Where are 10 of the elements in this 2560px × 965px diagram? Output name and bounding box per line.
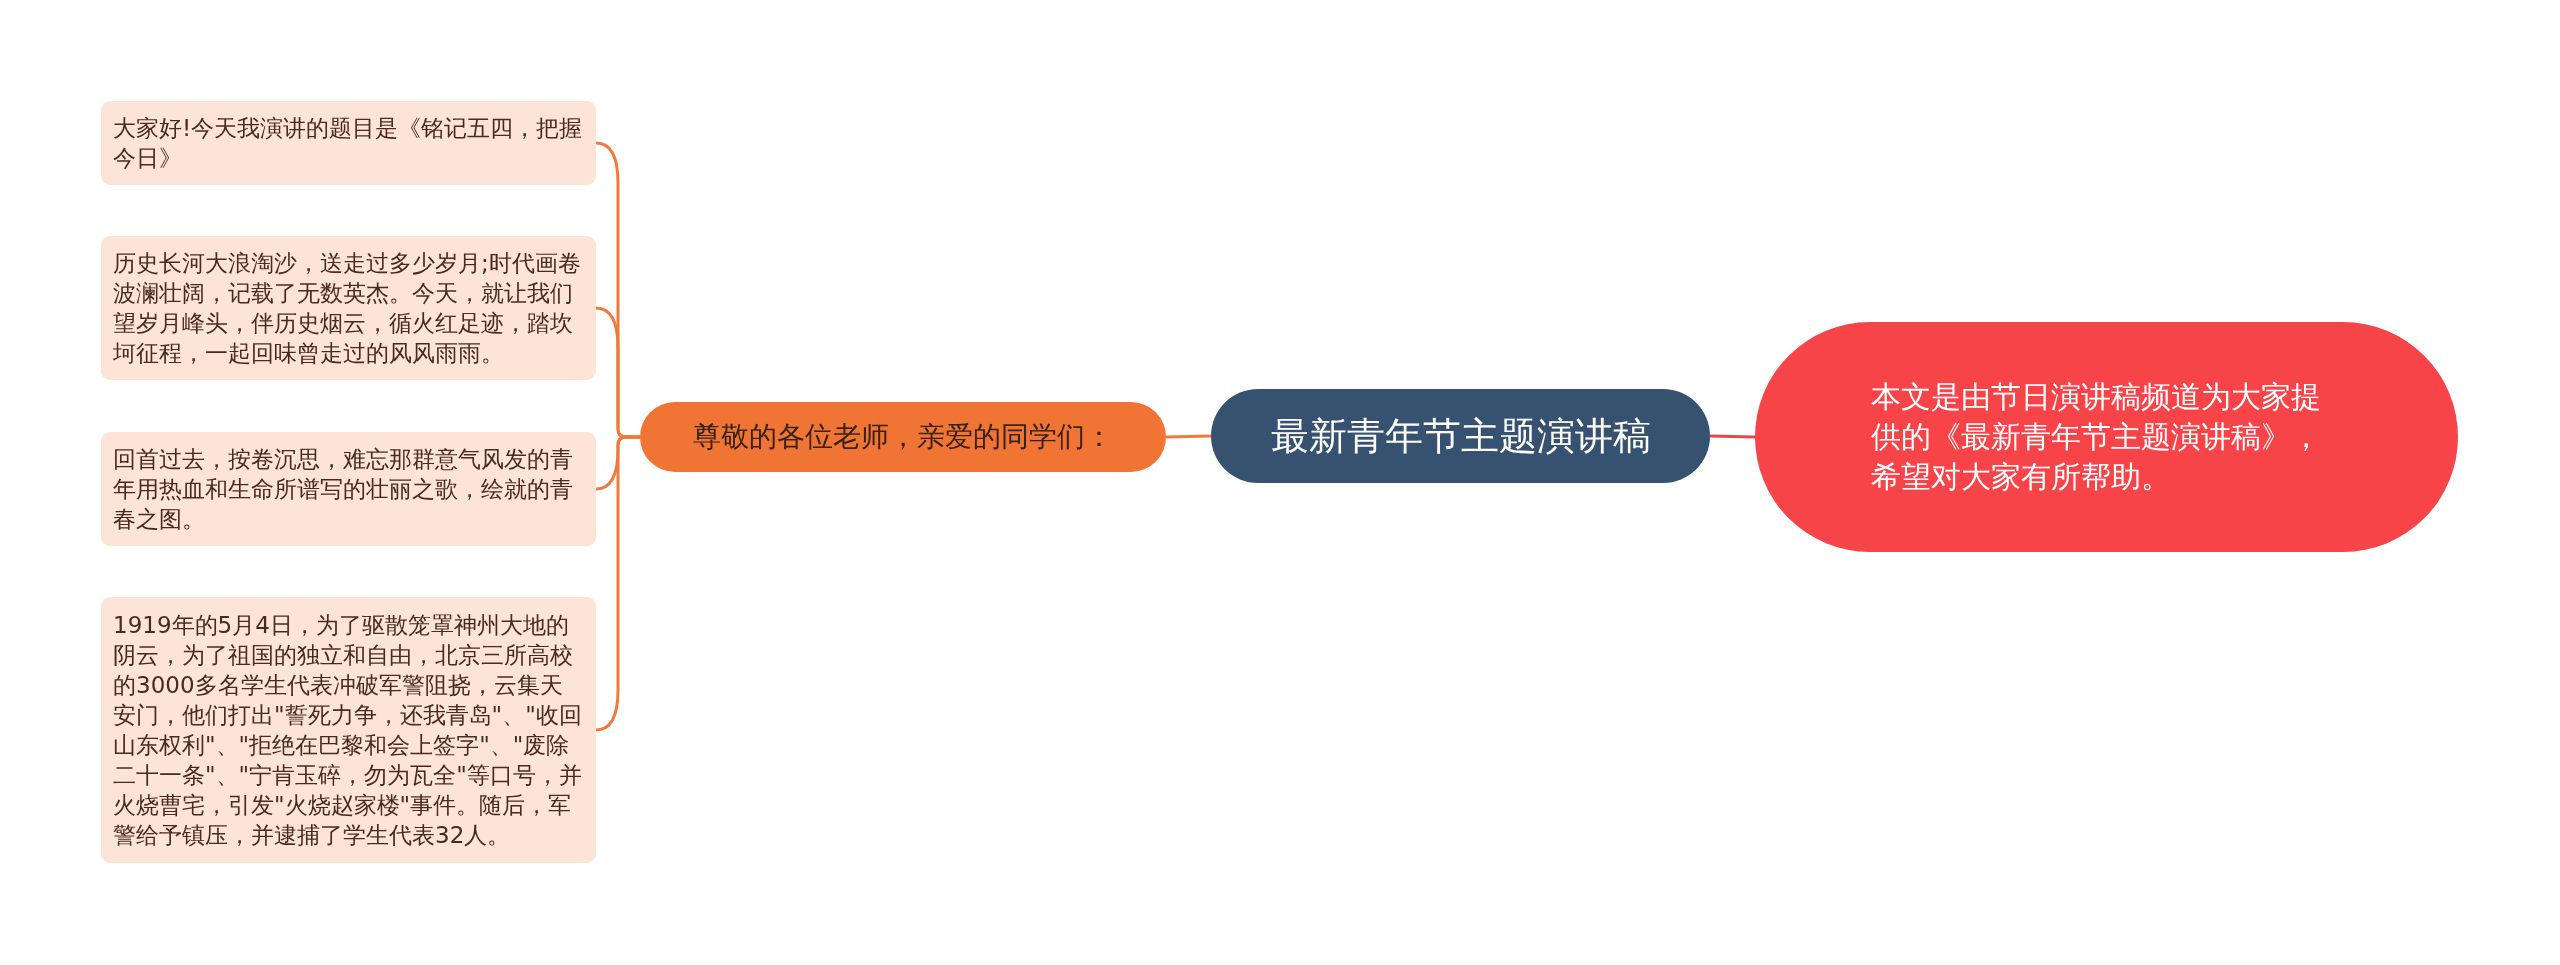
- note-box: 本文是由节日演讲稿频道为大家提供的《最新青年节主题演讲稿》，希望对大家有所帮助。: [1755, 322, 2458, 552]
- text-card: 历史长河大浪淘沙，送走过多少岁月;时代画卷波澜壮阔，记载了无数英杰。今天，就让我们望岁月峰头，伴历史烟云，循火红足迹，踏坎坷征程，一起回味曾走过的风风雨雨。: [101, 236, 596, 380]
- text-card: 1919年的5月4日，为了驱散笼罩神州大地的阴云，为了祖国的独立和自由，北京三所高校的3000多名学生代表冲破军警阻挠，云集天安门，他们打出"誓死力争，还我青岛"、"收回山东权利"、"拒绝在巴黎和会上签字"、"废除二十一条"、"宁肯玉碎，勿为瓦全"等口号，并火烧曹宅，引发"火烧赵家楼"事件。随后，军警给予镇压，并逮捕了学生代表32人。: [101, 597, 596, 863]
- text-card: 大家好!今天我演讲的题目是《铭记五四，把握今日》: [101, 101, 596, 185]
- subtopic-box: 尊敬的各位老师，亲爱的同学们：: [640, 402, 1166, 472]
- connector-line: [1709, 434, 1756, 439]
- text-card: 回首过去，按卷沉思，难忘那群意气风发的青年用热血和生命所谱写的壮丽之歌，绘就的青春之图。: [101, 432, 596, 546]
- connector-line: [1165, 434, 1212, 439]
- root-topic-box: 最新青年节主题演讲稿: [1211, 389, 1710, 483]
- connector-line: [595, 435, 640, 732]
